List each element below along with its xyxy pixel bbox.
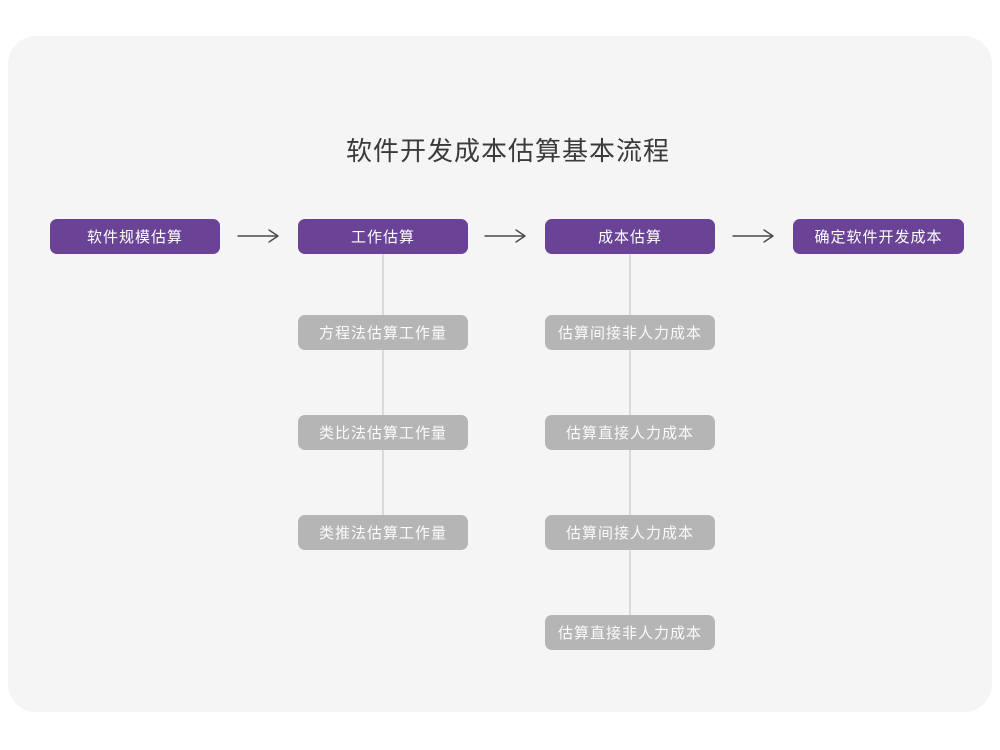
right-arrow-icon [732, 229, 774, 243]
diagram-canvas: 软件开发成本估算基本流程 软件规模估算 工作估算 成本估算 确定软件开发成本 方… [8, 36, 992, 712]
node-cost-estimation[interactable]: 成本估算 [545, 219, 715, 254]
node-indirect-labor-cost[interactable]: 估算间接人力成本 [545, 515, 715, 550]
right-arrow-icon [237, 229, 279, 243]
node-software-scale-estimation[interactable]: 软件规模估算 [50, 219, 220, 254]
connector-line-work-estimation [382, 254, 384, 517]
diagram-title: 软件开发成本估算基本流程 [345, 136, 670, 166]
node-equation-method-effort[interactable]: 方程法估算工作量 [298, 315, 468, 350]
node-direct-labor-cost[interactable]: 估算直接人力成本 [545, 415, 715, 450]
node-indirect-nonlabor-cost[interactable]: 估算间接非人力成本 [545, 315, 715, 350]
node-determine-development-cost[interactable]: 确定软件开发成本 [793, 219, 964, 254]
node-direct-nonlabor-cost[interactable]: 估算直接非人力成本 [545, 615, 715, 650]
node-work-estimation[interactable]: 工作估算 [298, 219, 468, 254]
right-arrow-icon [484, 229, 526, 243]
node-analogy-method-effort[interactable]: 类比法估算工作量 [298, 415, 468, 450]
node-extrapolation-method-effort[interactable]: 类推法估算工作量 [298, 515, 468, 550]
